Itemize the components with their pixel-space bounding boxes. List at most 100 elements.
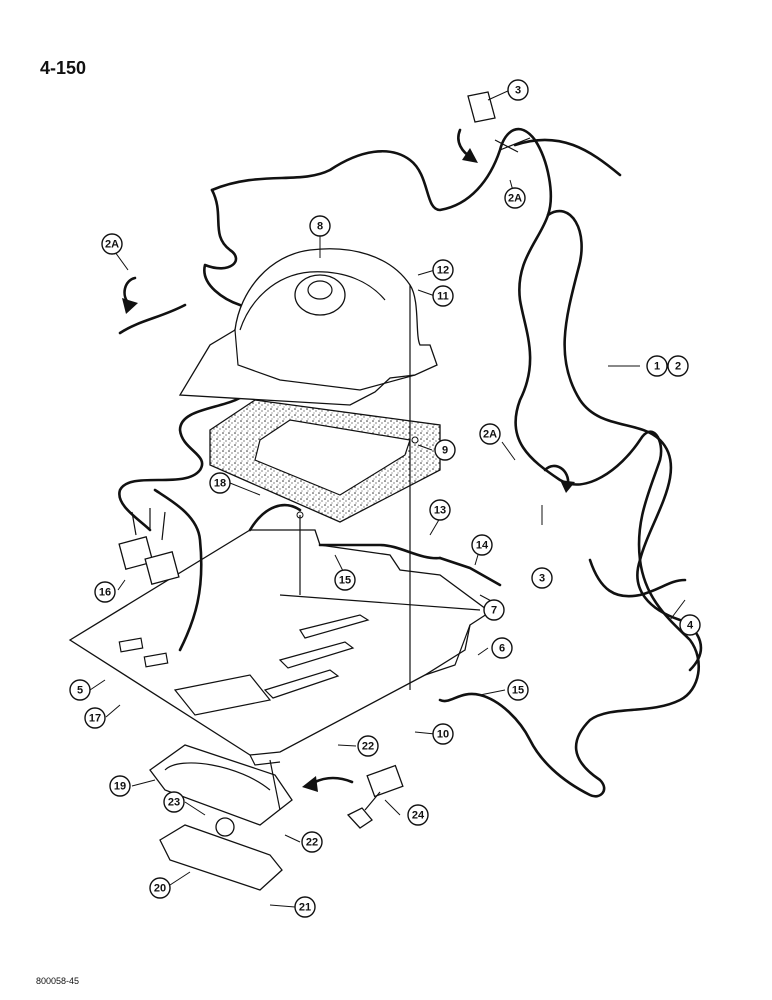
callout-circle (471, 534, 493, 556)
callout-23: 23 (163, 791, 185, 813)
callout-label: 13 (434, 505, 446, 517)
breakout-outline-right (546, 209, 703, 672)
callout-circle (209, 472, 231, 494)
callout-label: 16 (99, 587, 111, 599)
callout-label: 8 (317, 221, 323, 233)
callout-16: 16 (94, 581, 116, 603)
callout-11: 11 (432, 285, 454, 307)
callout-15: 15 (334, 569, 356, 591)
heater-housing (178, 248, 438, 406)
callout-circle (309, 215, 331, 237)
callout-18: 18 (209, 472, 231, 494)
callout-label: 14 (476, 540, 489, 552)
callout-circle (357, 735, 379, 757)
base-plate (68, 529, 492, 766)
page-number: 4-150 (40, 58, 87, 78)
arrowhead-switch (302, 776, 318, 792)
callout-2: 2 (667, 355, 689, 377)
callout-label: 6 (499, 643, 505, 655)
gasket (209, 399, 441, 523)
callout-circle (434, 439, 456, 461)
callout-label: 2A (483, 429, 497, 441)
callout-8: 8 (309, 215, 331, 237)
callout-circle (334, 569, 356, 591)
wire-15-main (318, 543, 442, 560)
callout-circle (84, 707, 106, 729)
callout-circle (301, 831, 323, 853)
callout-9: 9 (434, 439, 456, 461)
callout-label: 15 (339, 575, 351, 587)
callout-7: 7 (483, 599, 505, 621)
wire-to-4 (588, 558, 687, 598)
wire-ground (153, 488, 203, 652)
callout-label: 5 (77, 685, 83, 697)
callout-22: 22 (357, 735, 379, 757)
callout-10: 10 (432, 723, 454, 745)
relays (118, 508, 180, 585)
callout-circle (407, 804, 429, 826)
callout-label: 1 (654, 361, 660, 373)
callout-label: 10 (437, 729, 449, 741)
callout-label: 11 (437, 291, 449, 303)
callout-circle (531, 567, 553, 589)
callout-label: 7 (491, 605, 497, 617)
callout-label: 20 (154, 883, 166, 895)
callout-label: 9 (442, 445, 448, 457)
callout-circle (646, 355, 668, 377)
callout-label: 3 (539, 573, 545, 585)
callout-circle (109, 775, 131, 797)
callout-label: 21 (299, 902, 311, 914)
callout-12: 12 (432, 259, 454, 281)
wire-15-left (248, 503, 302, 532)
callout-circle (69, 679, 91, 701)
callout-5: 5 (69, 679, 91, 701)
callout-label: 23 (168, 797, 180, 809)
callout-label: 3 (515, 85, 521, 97)
drawing-code: 800058-45 (36, 976, 80, 986)
callout-22-2: 22 (301, 831, 323, 853)
switch (346, 764, 404, 829)
breakout-outline (210, 127, 700, 798)
callout-label: 22 (306, 837, 318, 849)
callout-circle (432, 285, 454, 307)
callout-2a-2: 2A (504, 187, 526, 209)
callout-3-2: 3 (531, 567, 553, 589)
callout-19: 19 (109, 775, 131, 797)
callout-circle (679, 614, 701, 636)
wire-fuse-2a-left (118, 303, 187, 335)
callout-24: 24 (407, 804, 429, 826)
callout-3: 3 (507, 79, 529, 101)
callout-4: 4 (679, 614, 701, 636)
callout-circle (432, 723, 454, 745)
callout-circle (294, 896, 316, 918)
callout-label: 22 (362, 741, 374, 753)
callout-circle (163, 791, 185, 813)
callout-circle (479, 423, 501, 445)
callout-circle (101, 233, 123, 255)
callout-2a: 2A (101, 233, 123, 255)
callout-circle (149, 877, 171, 899)
callout-20: 20 (149, 877, 171, 899)
callout-label: 2A (105, 239, 119, 251)
callout-2a-3: 2A (479, 423, 501, 445)
callout-14: 14 (471, 534, 493, 556)
callout-label: 2 (675, 361, 681, 373)
callout-circle (504, 187, 526, 209)
callout-label: 2A (508, 193, 522, 205)
callout-17: 17 (84, 707, 106, 729)
callout-circle (491, 637, 513, 659)
callout-label: 17 (89, 713, 101, 725)
callout-label: 4 (687, 620, 694, 632)
callout-circle (483, 599, 505, 621)
callout-circle (667, 355, 689, 377)
callout-13: 13 (429, 499, 451, 521)
callout-label: 18 (214, 478, 226, 490)
callout-1: 1 (646, 355, 668, 377)
callout-label: 15 (512, 685, 524, 697)
callout-label: 24 (412, 810, 425, 822)
callout-circle (94, 581, 116, 603)
callout-6: 6 (491, 637, 513, 659)
